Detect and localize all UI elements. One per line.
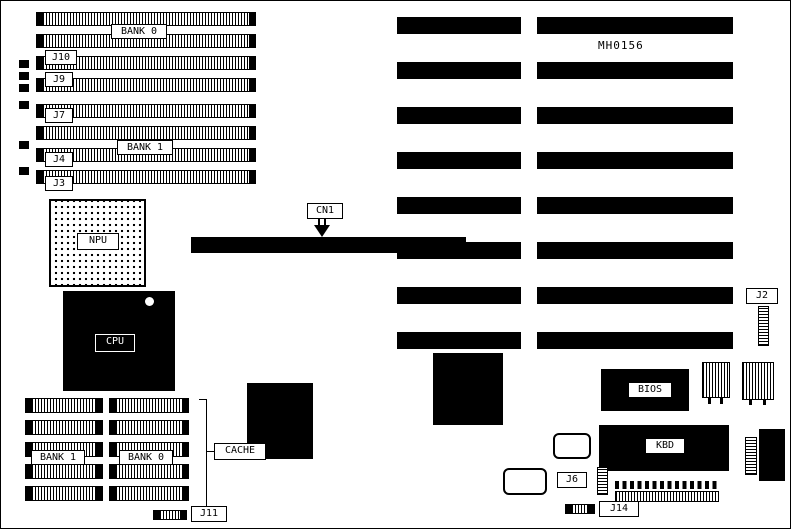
label-cpu: CPU bbox=[95, 334, 135, 352]
cache-bracket bbox=[199, 399, 207, 400]
dip-chip bbox=[109, 464, 189, 479]
label-cache: CACHE bbox=[214, 443, 266, 460]
label-bank0-cache: BANK 0 bbox=[119, 450, 173, 465]
label-npu: NPU bbox=[77, 233, 119, 250]
label-j3: J3 bbox=[45, 176, 73, 191]
j11-header bbox=[153, 510, 187, 520]
isa-slot bbox=[397, 107, 521, 124]
label-bank1-top: BANK 1 bbox=[117, 140, 173, 155]
cn1-arrow-icon bbox=[314, 225, 330, 237]
isa-slot bbox=[397, 17, 521, 34]
label-j11: J11 bbox=[191, 506, 227, 522]
dip-chip bbox=[25, 486, 103, 501]
isa-slot bbox=[537, 197, 733, 214]
label-j10: J10 bbox=[45, 50, 77, 65]
isa-slot bbox=[537, 107, 733, 124]
j6-header bbox=[597, 467, 608, 495]
j14-header bbox=[565, 504, 595, 514]
cpu-pin1-dot bbox=[145, 297, 154, 306]
label-cn1: CN1 bbox=[307, 203, 343, 219]
label-j4: J4 bbox=[45, 152, 73, 167]
cn1-callout-line bbox=[318, 219, 320, 226]
pin-block bbox=[19, 60, 29, 68]
isa-slot bbox=[397, 197, 521, 214]
crystal bbox=[503, 468, 547, 495]
keyboard-din-connector bbox=[759, 429, 785, 481]
label-j9: J9 bbox=[45, 72, 73, 87]
isa-slot bbox=[397, 242, 521, 259]
capacitor-leg bbox=[763, 400, 766, 405]
dip-chip bbox=[109, 486, 189, 501]
cn1-callout-line bbox=[324, 219, 326, 226]
dip-chip bbox=[25, 420, 103, 435]
capacitor-leg bbox=[720, 398, 723, 404]
simm-socket bbox=[36, 104, 256, 118]
pin-header-dots bbox=[615, 481, 719, 489]
isa-slot bbox=[537, 287, 733, 304]
j2-header bbox=[758, 306, 769, 346]
isa-slot bbox=[397, 287, 521, 304]
label-bank0-top: BANK 0 bbox=[111, 24, 167, 39]
capacitor-leg bbox=[708, 398, 711, 404]
isa-slot bbox=[397, 62, 521, 79]
oscillator bbox=[553, 433, 591, 459]
chipset-qfp bbox=[433, 353, 503, 425]
cpu-chip bbox=[63, 291, 175, 391]
simm-socket bbox=[36, 78, 256, 92]
label-j7: J7 bbox=[45, 108, 73, 123]
simm-socket bbox=[36, 56, 256, 70]
capacitor-leg bbox=[749, 400, 752, 405]
dip-chip bbox=[25, 464, 103, 479]
pin-header-body bbox=[615, 491, 719, 502]
capacitor bbox=[702, 362, 730, 398]
dip-chip bbox=[109, 398, 189, 413]
pin-block bbox=[19, 84, 29, 92]
simm-socket bbox=[36, 126, 256, 140]
isa-slot bbox=[537, 332, 733, 349]
simm-socket bbox=[36, 170, 256, 184]
pin-block bbox=[19, 101, 29, 109]
pin-block bbox=[19, 167, 29, 175]
label-j14: J14 bbox=[599, 501, 639, 517]
cache-bracket bbox=[206, 399, 207, 509]
dip-chip bbox=[25, 398, 103, 413]
isa-slot bbox=[537, 242, 733, 259]
isa-slot bbox=[397, 152, 521, 169]
label-bank1-cache: BANK 1 bbox=[31, 450, 85, 465]
board-id-text: MH0156 bbox=[598, 39, 644, 52]
dip-chip bbox=[109, 420, 189, 435]
pin-block bbox=[19, 141, 29, 149]
isa-slot bbox=[537, 152, 733, 169]
isa-slot bbox=[397, 332, 521, 349]
pin-block bbox=[19, 72, 29, 80]
cache-bracket bbox=[206, 451, 215, 452]
isa-slot bbox=[537, 17, 733, 34]
label-kbd: KBD bbox=[645, 438, 685, 454]
keyboard-connector-shield bbox=[745, 437, 757, 475]
label-bios: BIOS bbox=[628, 382, 672, 398]
label-j2: J2 bbox=[746, 288, 778, 304]
capacitor bbox=[742, 362, 774, 400]
isa-slot bbox=[537, 62, 733, 79]
label-j6: J6 bbox=[557, 472, 587, 488]
